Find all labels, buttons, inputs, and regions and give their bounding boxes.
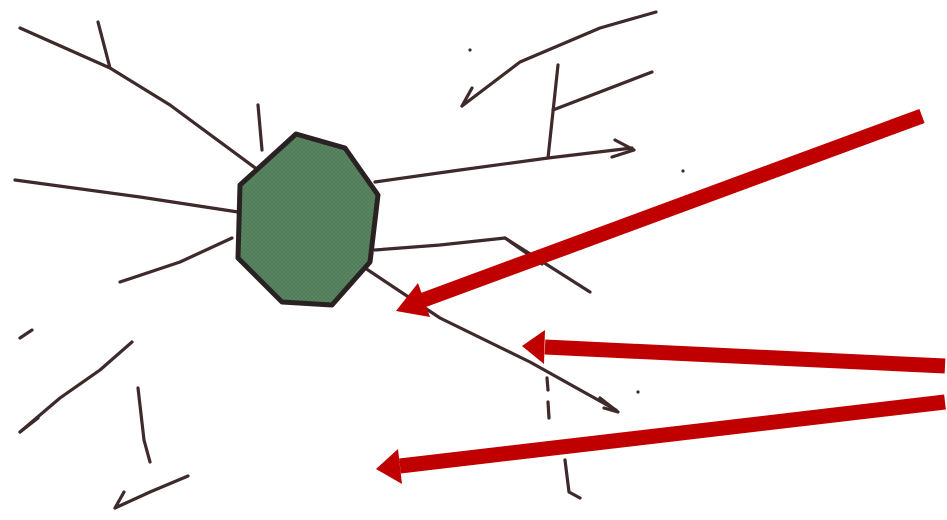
arrow-to-cell-body [396, 108, 925, 317]
dendrites [13, 10, 658, 510]
dendrite-upper-right-fragment [460, 10, 658, 108]
axon-fragment-1 [545, 376, 550, 392]
neuron-cell-body-icon [235, 131, 381, 308]
axon-fragment-2 [546, 400, 551, 420]
fragment-lower-left-1-tip [18, 416, 40, 434]
dendrite-right [373, 146, 634, 184]
fragment-lower-left-2 [136, 386, 152, 464]
dendrite-mid-right [373, 236, 592, 294]
speck [468, 48, 472, 52]
speck [636, 390, 640, 394]
fragment-lower-left-4 [18, 328, 34, 340]
dendrite-lower-left [118, 236, 234, 284]
dendrite-top-stub [256, 103, 264, 152]
fragment-lower-left-3 [113, 474, 190, 510]
dendrite-left [13, 178, 240, 214]
ink-specks [468, 48, 685, 394]
dendrite-upper-left [18, 26, 260, 172]
dendrite-upper-left-branch [96, 20, 112, 70]
axon-fragment-3 [563, 458, 582, 500]
arrow-to-axon [522, 330, 946, 374]
speck [681, 169, 685, 173]
annotation-arrows [376, 108, 946, 484]
arrow-to-fragments [376, 394, 946, 484]
axon-terminal [598, 396, 620, 414]
dendrite-right-tip [610, 138, 636, 159]
fragment-lower-left-1 [18, 340, 134, 434]
dendrite-right-branch-upper [551, 70, 654, 112]
axon [363, 266, 618, 412]
fragment-lower-left-3-tip [113, 490, 126, 510]
dendrite-upper-right-tip [460, 86, 474, 108]
